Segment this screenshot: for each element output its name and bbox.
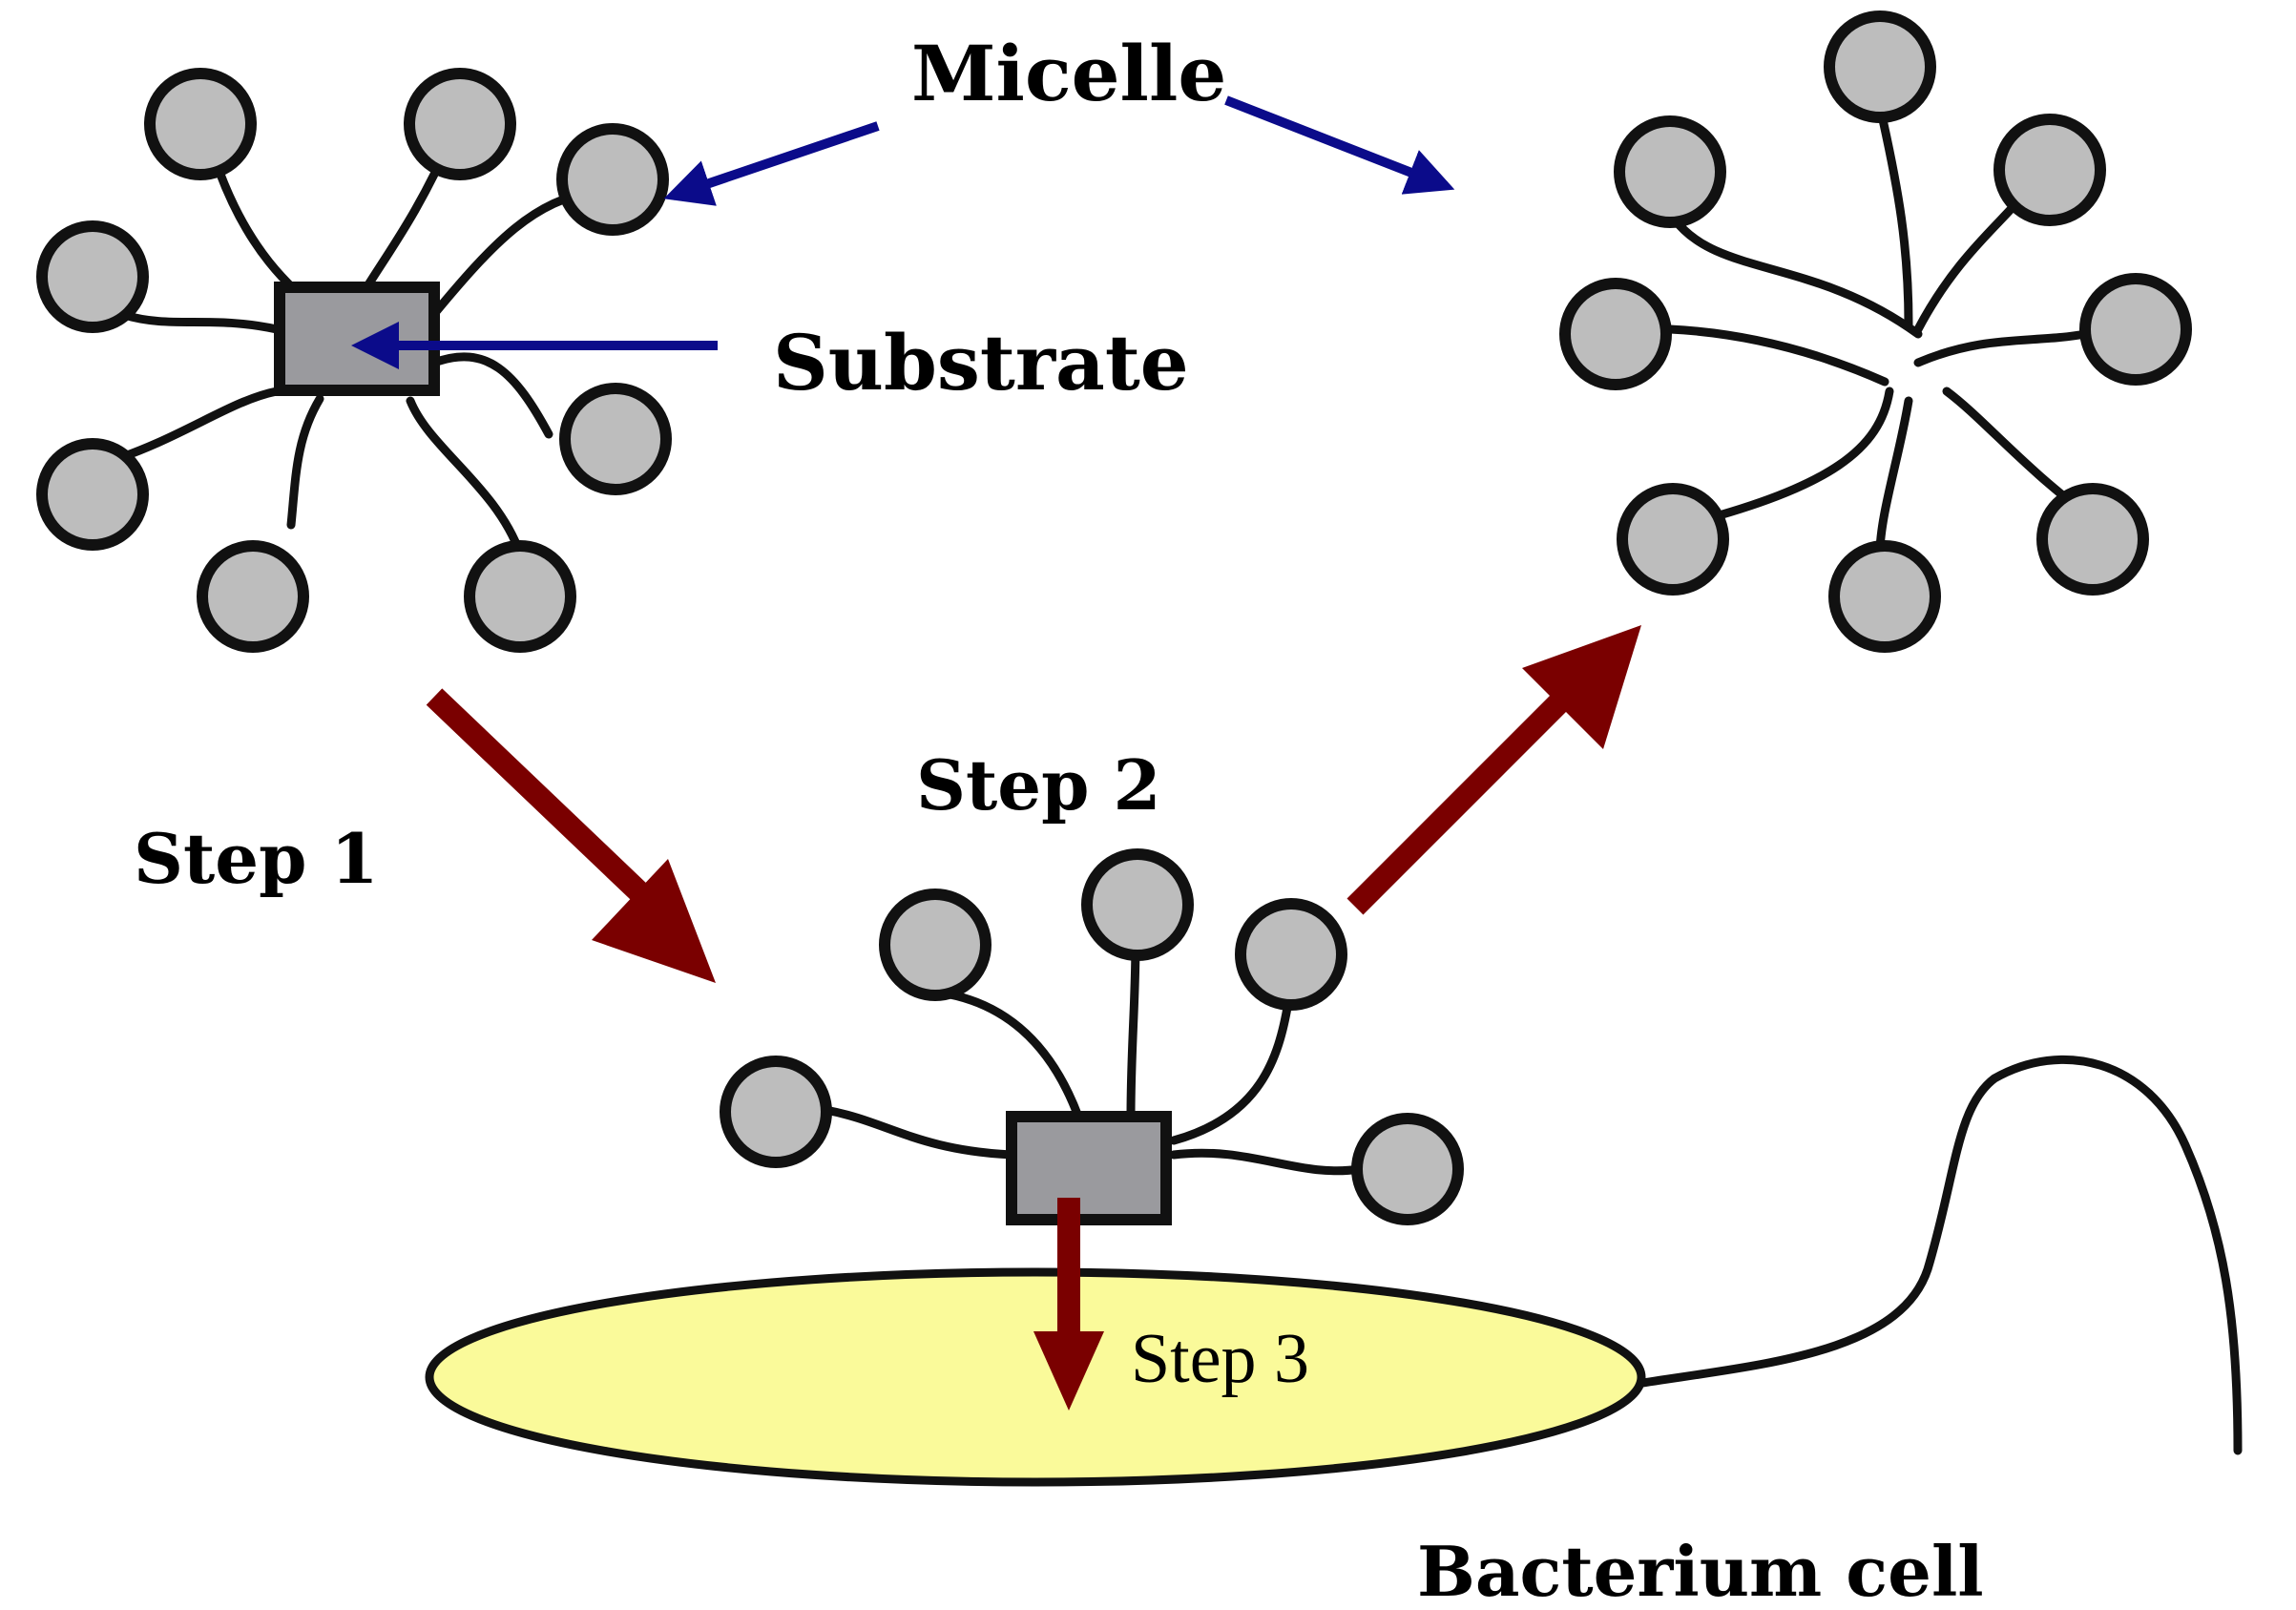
docked-micelle [720,848,1464,1225]
substrate-block [1006,1111,1172,1225]
surfactant-heads [36,68,672,653]
micelle-pointer-arrows [663,95,1455,206]
flagellum [1632,1056,2243,1455]
micelle-label: Micelle [911,29,1226,118]
surfactant-heads [1559,10,2192,653]
micelle-with-substrate [36,68,672,653]
step3-label: Step 3 [1131,1320,1309,1398]
step1-label: Step 1 [134,818,379,899]
surfactant-tails [100,129,601,558]
step2-arrow [1346,625,1641,915]
cell-body [425,1267,1646,1487]
surfactant-heads [720,848,1464,1225]
substrate-label: Substrate [773,318,1189,408]
step1-arrow [426,688,716,983]
bacterium-cell [425,1056,2243,1487]
step2-label: Step 2 [916,744,1161,826]
bacterium-label: Bacterium cell [1417,1531,1984,1610]
surfactant-tails [821,935,1365,1176]
step3-arrow [1033,1198,1104,1411]
substrate-block [274,282,440,396]
empty-micelle [1559,10,2192,653]
